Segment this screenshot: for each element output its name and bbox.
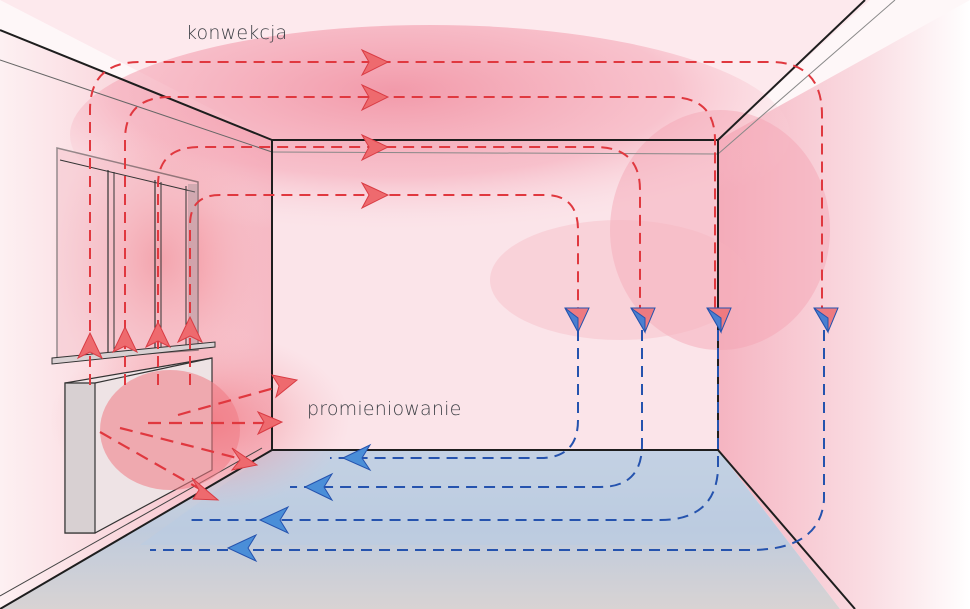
arrow-down-icon: [564, 307, 590, 334]
radiation-label: promieniowanie: [307, 398, 462, 420]
arrow-right-icon: [360, 48, 390, 77]
warm-flow-arrows: [76, 48, 390, 501]
convection-label: konwekcja: [186, 22, 288, 44]
arrow-left-icon: [226, 533, 258, 563]
arrow-left-icon: [303, 472, 334, 502]
arrow-up-icon: [76, 331, 104, 360]
arrow-left-icon: [341, 443, 372, 472]
arrow-radiation-icon: [191, 477, 220, 501]
arrow-radiation-icon: [256, 410, 284, 436]
arrow-down-icon: [630, 307, 656, 334]
arrow-up-icon: [111, 325, 139, 354]
cooling-arrows: [564, 307, 839, 334]
window: [51, 147, 216, 365]
radiation-paths: [99, 383, 286, 493]
room-edges: [0, 0, 896, 609]
arrow-right-icon: [360, 83, 390, 112]
arrow-left-icon: [258, 505, 290, 535]
convection-cool-paths: [150, 330, 825, 551]
arrow-radiation-icon: [230, 447, 259, 471]
arrow-radiation-icon: [270, 374, 299, 399]
arrow-right-icon: [360, 181, 390, 210]
arrow-down-icon: [706, 307, 732, 334]
arrow-down-icon: [813, 307, 839, 334]
arrow-up-icon: [144, 320, 172, 349]
arrow-up-icon: [176, 315, 204, 344]
arrow-right-icon: [360, 133, 390, 162]
cool-flow-arrows: [226, 443, 372, 563]
